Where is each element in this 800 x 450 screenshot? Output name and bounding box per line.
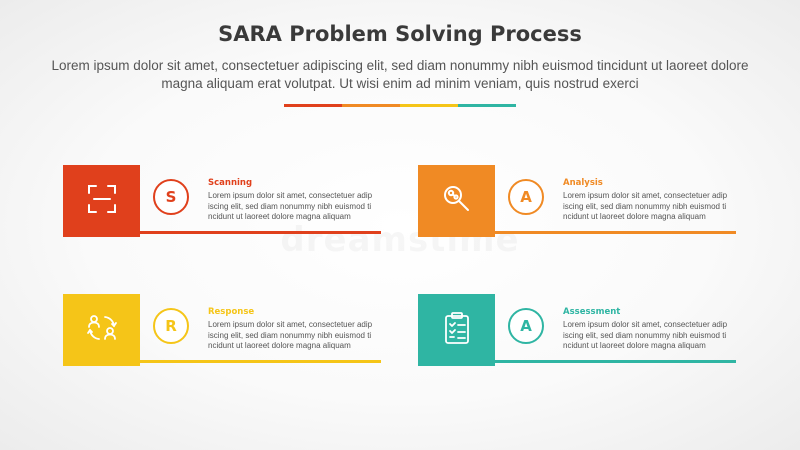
- clipboard-checklist-icon: [441, 311, 473, 350]
- step-letter-badge: S: [153, 179, 189, 215]
- step-card-response: R Response Lorem ipsum dolor sit amet, c…: [63, 294, 381, 366]
- step-letter-badge: R: [153, 308, 189, 344]
- step-letter-badge: A: [508, 308, 544, 344]
- divider-segment-orange: [342, 104, 400, 107]
- people-cycle-icon: [85, 311, 119, 350]
- step-description: Lorem ipsum dolor sit amet, consectetuer…: [208, 191, 373, 221]
- step-description: Lorem ipsum dolor sit amet, consectetuer…: [208, 320, 373, 350]
- step-description: Lorem ipsum dolor sit amet, consectetuer…: [563, 191, 728, 221]
- title-divider: [284, 104, 516, 107]
- step-title: Analysis: [563, 178, 603, 188]
- step-title: Response: [208, 307, 255, 317]
- step-icon-box: [63, 294, 140, 366]
- step-card-scanning: S Scanning Lorem ipsum dolor sit amet, c…: [63, 165, 381, 237]
- step-underline: [495, 360, 736, 363]
- divider-segment-yellow: [400, 104, 458, 107]
- step-letter-badge: A: [508, 179, 544, 215]
- step-icon-box: [63, 165, 140, 237]
- magnifier-analysis-icon: [440, 182, 474, 221]
- step-underline: [495, 231, 736, 234]
- page-title: SARA Problem Solving Process: [218, 22, 582, 46]
- step-icon-box: [418, 294, 495, 366]
- page-subtitle: Lorem ipsum dolor sit amet, consectetuer…: [51, 58, 749, 91]
- step-card-analysis: A Analysis Lorem ipsum dolor sit amet, c…: [418, 165, 736, 237]
- step-title: Scanning: [208, 178, 253, 188]
- step-icon-box: [418, 165, 495, 237]
- divider-segment-red: [284, 104, 342, 107]
- step-underline: [140, 360, 381, 363]
- divider-segment-teal: [458, 104, 516, 107]
- step-underline: [140, 231, 381, 234]
- scan-icon: [86, 183, 118, 220]
- step-title: Assessment: [563, 307, 621, 317]
- step-card-assessment: A Assessment Lorem ipsum dolor sit amet,…: [418, 294, 736, 366]
- step-description: Lorem ipsum dolor sit amet, consectetuer…: [563, 320, 728, 350]
